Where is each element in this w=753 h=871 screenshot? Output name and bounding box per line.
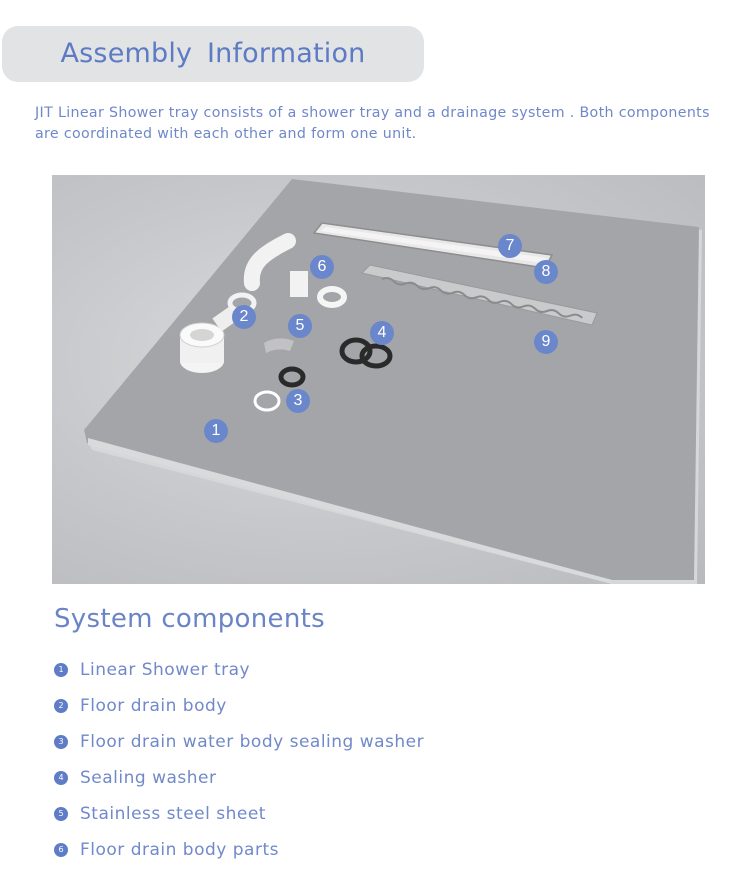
intro-paragraph: JIT Linear Shower tray consists of a sho… [35,105,710,142]
list-item: 5 Stainless steel sheet [54,796,424,832]
number-badge-icon: 1 [54,663,68,677]
component-label: Floor drain body parts [80,840,279,860]
callout-1: 1 [204,419,228,443]
callout-6: 6 [310,255,334,279]
number-badge-icon: 6 [54,843,68,857]
callout-8: 8 [534,260,558,284]
component-label: Sealing washer [80,768,217,788]
list-item: 3 Floor drain water body sealing washer [54,724,424,760]
components-list: 1 Linear Shower tray 2 Floor drain body … [54,652,424,868]
callout-2: 2 [232,305,256,329]
shower-tray-illustration [84,179,702,584]
callout-9: 9 [534,330,558,354]
number-badge-icon: 5 [54,807,68,821]
component-label: Stainless steel sheet [80,804,266,824]
component-label: Floor drain water body sealing washer [80,732,425,752]
number-badge-icon: 4 [54,771,68,785]
number-badge-icon: 2 [54,699,68,713]
component-label: Linear Shower tray [80,660,251,680]
component-label: Floor drain body [80,696,227,716]
callout-3: 3 [286,389,310,413]
list-item: 1 Linear Shower tray [54,652,424,688]
callout-4: 4 [370,321,394,345]
list-item: 2 Floor drain body [54,688,424,724]
components-heading: System components [54,604,325,634]
callout-5: 5 [288,314,312,338]
section-header: Assembly Information [2,26,424,82]
page-title: Assembly Information [60,38,366,69]
callout-7: 7 [498,234,522,258]
list-item: 4 Sealing washer [54,760,424,796]
list-item: 6 Floor drain body parts [54,832,424,868]
number-badge-icon: 3 [54,735,68,749]
product-photo: 1 2 3 4 5 6 7 8 9 [52,175,705,584]
